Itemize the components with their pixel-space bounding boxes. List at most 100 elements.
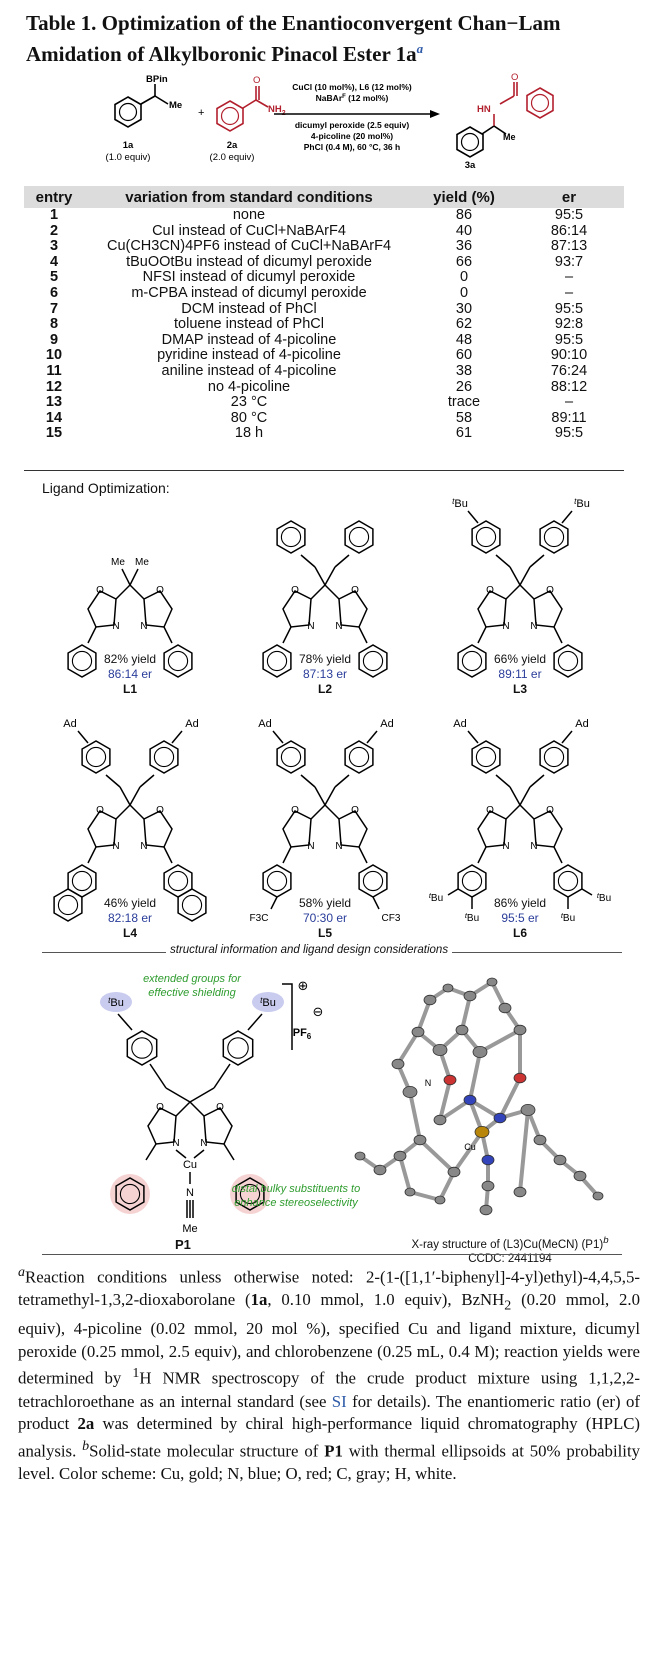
benzene-ring xyxy=(149,740,179,774)
oxygen-label: O xyxy=(351,585,359,596)
cell-variation: no 4-picoline xyxy=(207,378,291,395)
nitrogen-label: N xyxy=(335,841,342,852)
benzene-ring xyxy=(115,1177,145,1211)
benzene-ring xyxy=(262,864,292,898)
nitrogen-label: N xyxy=(502,621,509,632)
compound-2a-label: 2a xyxy=(227,140,238,151)
benzene-ring xyxy=(81,740,111,774)
cell-variation: m-CPBA instead of dicumyl peroxide xyxy=(131,284,367,301)
benzene-ring xyxy=(471,520,501,554)
col-yield: yield (%) xyxy=(414,186,514,208)
cell-yield: 0 xyxy=(459,269,469,286)
cell-entry: 10 xyxy=(45,347,63,364)
plus-charge-icon: ⊕ xyxy=(298,978,309,993)
cell-variation: none xyxy=(232,207,266,223)
cell-er: – xyxy=(564,269,574,286)
cell-yield: 86 xyxy=(455,207,473,223)
nitrogen-label: N xyxy=(530,621,537,632)
nitrile-n-label: N xyxy=(186,1187,194,1199)
nitrogen-label: N xyxy=(502,841,509,852)
cell-er: 76:24 xyxy=(550,362,588,379)
naphthyl-ring xyxy=(53,888,83,922)
cell-variation: DMAP instead of 4-picoline xyxy=(161,331,337,348)
cond-bot-1: dicumyl peroxide (2.5 equiv) xyxy=(295,120,409,130)
ligand-er: 82:18 er xyxy=(107,911,153,925)
oxygen-label: O xyxy=(156,1102,164,1113)
benzene-ring xyxy=(539,740,569,774)
benzene-ring xyxy=(344,520,374,554)
ligand-id: L3 xyxy=(512,682,527,696)
ligand-id: L2 xyxy=(317,682,332,696)
cond-bot-2: 4-picoline (20 mol%) xyxy=(311,131,393,141)
ligand-id: L6 xyxy=(512,926,527,940)
cell-er: 86:14 xyxy=(550,222,588,239)
cell-er: – xyxy=(564,284,574,301)
tbu-label: tBu xyxy=(465,911,479,924)
cell-variation: Cu(CH3CN)4PF6 instead of CuCl+NaBArF4 xyxy=(106,238,392,255)
table-title: Table 1. Optimization of the Enantioconv… xyxy=(26,11,561,66)
oxygen-label: O xyxy=(486,805,494,816)
nitrogen-label: N xyxy=(112,621,119,632)
ligand-er: 89:11 er xyxy=(498,667,542,681)
tbu-label: tBu xyxy=(108,996,124,1009)
cell-entry: 4 xyxy=(49,253,59,270)
annotation-extended: extended groups for xyxy=(143,973,242,985)
si-link[interactable]: SI xyxy=(331,1391,347,1411)
benzene-ring xyxy=(163,644,193,678)
benzene-ring xyxy=(358,644,388,678)
cell-yield: 61 xyxy=(455,425,473,442)
cell-variation: toluene instead of PhCl xyxy=(174,316,324,333)
footnote-mark-a: a xyxy=(416,41,424,56)
naphthyl-ring xyxy=(177,888,207,922)
reaction-scheme: BPin Me + O NH2 1a (1.0 equiv) 2a (2.0 e… xyxy=(106,72,554,171)
cell-yield: trace xyxy=(447,394,481,411)
cell-yield: 38 xyxy=(455,362,473,379)
cell-entry: 9 xyxy=(49,331,59,348)
cell-er: 88:12 xyxy=(550,378,588,395)
cell-er: 87:13 xyxy=(550,238,588,255)
cell-entry: 13 xyxy=(45,394,63,411)
cell-er: 93:7 xyxy=(554,253,584,270)
nitrogen-label: N xyxy=(335,621,342,632)
benzene-ring xyxy=(457,644,487,678)
optimization-table: entry variation from standard conditions… xyxy=(24,186,624,442)
benzene-ring xyxy=(457,864,487,898)
col-variation: variation from standard conditions xyxy=(84,186,414,208)
hn-label: HN xyxy=(477,104,491,115)
col-entry: entry xyxy=(24,186,84,208)
cell-yield: 30 xyxy=(455,300,473,317)
me-label: Me xyxy=(111,557,125,568)
benzene-ring xyxy=(276,740,306,774)
cell-entry: 3 xyxy=(49,238,59,255)
oxygen-label: O xyxy=(291,805,299,816)
bisoxazoline-core: O O N N xyxy=(282,804,368,852)
product-ring-right xyxy=(526,87,554,119)
product-me-label: Me xyxy=(503,132,516,142)
compound-3a-label: 3a xyxy=(465,160,476,171)
cond-top-2: NaBArF (12 mol%) xyxy=(316,93,389,103)
xray-structure-image: NCu xyxy=(354,977,604,1216)
oxygen-label: O xyxy=(546,805,554,816)
oxygen-label: O xyxy=(351,805,359,816)
tbu-highlight xyxy=(252,992,284,1012)
ligand-id: L1 xyxy=(122,682,137,696)
me-label: Me xyxy=(182,1223,197,1235)
nitrogen-label: N xyxy=(307,841,314,852)
ligand-yield: 78% yield xyxy=(298,652,352,666)
cond-bot-3: PhCl (0.4 M), 60 °C, 36 h xyxy=(304,142,400,152)
tbu-label: tBu xyxy=(561,911,575,924)
